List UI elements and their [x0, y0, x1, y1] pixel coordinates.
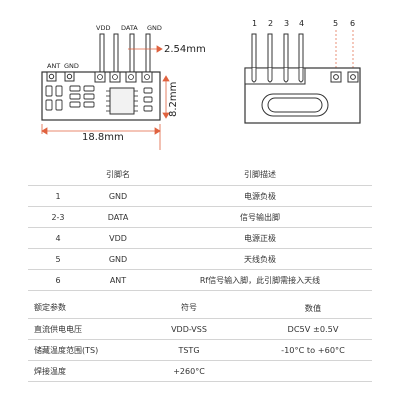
- pin-table: 引脚名 引脚描述 1 GND 电源负极 2-3 DATA 信号输出脚 4 VDD…: [28, 164, 372, 291]
- pin-number: 1: [28, 185, 88, 207]
- param-header-name: 额定参数: [28, 297, 124, 319]
- pin-pads: [94, 71, 153, 83]
- smd-components: [45, 85, 153, 112]
- table-row: 5 GND 天线负极: [28, 248, 372, 270]
- pin-header-name: 引脚名: [88, 164, 148, 186]
- width-label: 18.8mm: [82, 132, 124, 143]
- param-value: -10°C to +60°C: [254, 339, 372, 361]
- label-gnd-ant: GND: [64, 62, 79, 70]
- side-pin-numbers: 1 2 3 4 5 6: [252, 19, 355, 28]
- label-vdd: VDD: [96, 24, 110, 32]
- pin-header-desc: 引脚描述: [148, 164, 372, 186]
- module-diagram: VDD DATA GND 2.54mm ANT GND: [41, 19, 361, 150]
- table-row: 1 GND 电源负极: [28, 185, 372, 207]
- param-symbol: TSTG: [124, 339, 254, 361]
- antenna-pads: [46, 71, 75, 82]
- pin-name: DATA: [88, 206, 148, 228]
- pin-description: Rf信号输入脚，此引脚需接入天线: [148, 269, 372, 291]
- param-value: DC5V ±0.5V: [254, 318, 372, 340]
- param-name: 储藏温度范围(TS): [28, 339, 124, 361]
- svg-text:4: 4: [299, 19, 304, 28]
- pin-name: VDD: [88, 227, 148, 249]
- svg-text:3: 3: [284, 19, 289, 28]
- pin-description: 电源正极: [148, 227, 372, 249]
- crystal-oval: [261, 93, 329, 117]
- pin-description: 电源负极: [148, 185, 372, 207]
- table-row: 直流供电电压 VDD-VSS DC5V ±0.5V: [28, 318, 372, 340]
- pin-number: 2-3: [28, 206, 88, 228]
- pin-number: 4: [28, 227, 88, 249]
- pitch-dimension: [128, 45, 163, 53]
- header-pins: [99, 33, 151, 73]
- pin-table-header: 引脚名 引脚描述: [28, 164, 372, 186]
- main-ic: [109, 87, 135, 115]
- param-symbol: +260°C: [124, 360, 254, 382]
- param-header-symbol: 符号: [124, 297, 254, 319]
- pin-name: GND: [88, 248, 148, 270]
- pin-name: ANT: [88, 269, 148, 291]
- pin-name: GND: [88, 185, 148, 207]
- side-header-block: [244, 67, 306, 85]
- pin-description: 天线负极: [148, 248, 372, 270]
- svg-text:5: 5: [333, 19, 338, 28]
- param-name: 焊接温度: [28, 360, 124, 382]
- table-row: 焊接温度 +260°C: [28, 360, 372, 382]
- param-name: 直流供电电压: [28, 318, 124, 340]
- pin-number: 5: [28, 248, 88, 270]
- pin-number: 6: [28, 269, 88, 291]
- param-table: 额定参数 符号 数值 直流供电电压 VDD-VSS DC5V ±0.5V 储藏温…: [28, 297, 372, 382]
- param-table-header: 额定参数 符号 数值: [28, 297, 372, 319]
- param-symbol: VDD-VSS: [124, 318, 254, 340]
- pin-description: 信号输出脚: [148, 206, 372, 228]
- svg-text:6: 6: [350, 19, 355, 28]
- table-row: 2-3 DATA 信号输出脚: [28, 206, 372, 228]
- label-gnd: GND: [147, 24, 162, 32]
- param-header-value: 数值: [254, 297, 372, 319]
- param-value: [254, 360, 372, 382]
- svg-text:1: 1: [252, 19, 257, 28]
- svg-text:2: 2: [268, 19, 273, 28]
- table-row: 6 ANT Rf信号输入脚，此引脚需接入天线: [28, 269, 372, 291]
- label-data: DATA: [121, 24, 138, 32]
- pitch-label: 2.54mm: [164, 44, 206, 55]
- height-dimension: [162, 75, 170, 119]
- pin-header-index: [28, 164, 88, 186]
- width-dimension: [41, 124, 161, 150]
- label-ant: ANT: [47, 62, 60, 70]
- height-label: 8.2mm: [168, 82, 179, 117]
- table-row: 储藏温度范围(TS) TSTG -10°C to +60°C: [28, 339, 372, 361]
- table-row: 4 VDD 电源正极: [28, 227, 372, 249]
